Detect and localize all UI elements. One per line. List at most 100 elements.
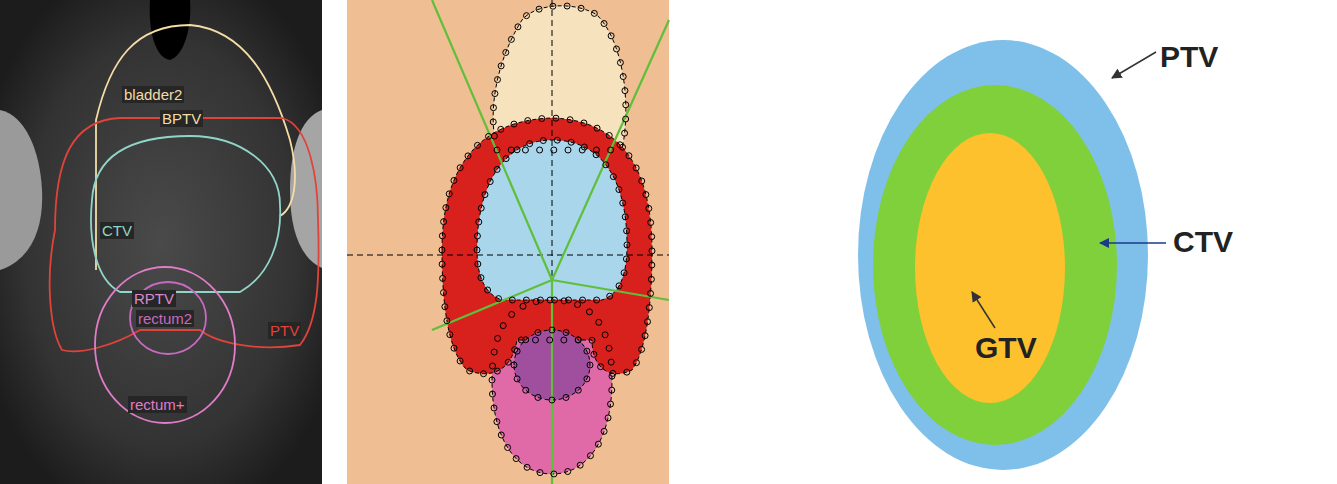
- sample-point: [498, 432, 504, 438]
- sample-point: [551, 297, 557, 303]
- sample-point: [443, 205, 449, 211]
- sample-point: [623, 102, 629, 108]
- sample-point: [478, 275, 484, 281]
- sample-point: [565, 469, 571, 475]
- sample-point: [549, 397, 555, 403]
- sample-point: [622, 88, 628, 94]
- sample-point: [474, 233, 480, 239]
- sample-point: [547, 337, 553, 343]
- sample-point: [494, 166, 500, 172]
- sample-point: [613, 46, 619, 52]
- sample-point: [621, 270, 627, 276]
- sample-point: [540, 138, 546, 144]
- sample-point: [535, 330, 541, 336]
- sample-point: [485, 287, 491, 293]
- sample-point: [616, 187, 622, 193]
- leader-arrow: [1112, 52, 1156, 78]
- sample-point: [589, 337, 595, 343]
- sample-point: [605, 415, 611, 421]
- leader-arrow: [1100, 242, 1166, 244]
- sample-point: [607, 293, 613, 299]
- sample-point: [565, 297, 571, 303]
- sample-point: [489, 391, 495, 397]
- organ-label: bladder2: [122, 86, 184, 103]
- sample-point: [595, 441, 601, 447]
- sample-point: [476, 219, 482, 225]
- sample-point: [608, 359, 614, 365]
- sample-point: [440, 290, 446, 296]
- sample-point: [514, 147, 520, 153]
- sample-point: [575, 302, 581, 308]
- sample-point: [623, 256, 629, 262]
- sample-point: [474, 142, 480, 148]
- volume-label: PTV: [1160, 42, 1218, 72]
- sample-point: [554, 137, 560, 143]
- sample-point: [568, 139, 574, 145]
- sample-point: [457, 165, 463, 171]
- sample-point: [584, 376, 590, 382]
- sample-point: [525, 118, 531, 124]
- rectum-margin-contour: [95, 267, 235, 423]
- margin-label: rectum+: [128, 396, 187, 413]
- sample-point: [511, 362, 517, 368]
- schematic-panel: [347, 0, 669, 484]
- sample-point: [513, 456, 519, 462]
- sample-point: [515, 24, 521, 30]
- gtv-ellipse: GTV: [915, 133, 1065, 403]
- sample-point: [551, 471, 557, 477]
- sample-point: [440, 275, 446, 281]
- sample-point: [549, 327, 555, 333]
- sample-point: [522, 147, 528, 153]
- pelvic-bone: [0, 110, 42, 270]
- sample-point: [482, 192, 488, 198]
- sample-point: [646, 305, 652, 311]
- sample-point: [561, 337, 567, 343]
- sample-point: [587, 362, 593, 368]
- sample-point: [503, 156, 509, 162]
- sample-point: [648, 220, 654, 226]
- sample-point: [508, 147, 514, 153]
- margin-label: BPTV: [160, 110, 203, 127]
- volume-label: CTV: [100, 222, 134, 239]
- sample-point: [496, 296, 502, 302]
- sample-point: [623, 116, 629, 122]
- sample-point: [603, 162, 609, 168]
- sample-point: [523, 297, 529, 303]
- sample-point: [622, 214, 628, 220]
- sample-point: [491, 133, 497, 139]
- sample-point: [537, 297, 543, 303]
- sample-point: [624, 242, 630, 248]
- sample-point: [467, 368, 473, 374]
- sample-point: [624, 369, 630, 375]
- sample-point: [565, 147, 571, 153]
- sample-point: [520, 303, 526, 309]
- sample-point: [481, 371, 487, 377]
- sample-point: [591, 351, 597, 357]
- sample-point: [505, 359, 511, 365]
- sample-point: [489, 377, 495, 383]
- sample-point: [494, 368, 500, 374]
- volume-label: GTV: [975, 333, 1037, 363]
- sample-point: [446, 191, 452, 197]
- sample-point: [523, 387, 529, 393]
- sample-point: [633, 165, 639, 171]
- sample-point: [505, 445, 511, 451]
- ptv-ellipse: PTVCTVGTV: [858, 40, 1148, 470]
- sample-point: [490, 105, 496, 111]
- sample-point: [487, 179, 493, 185]
- sample-point: [527, 141, 533, 147]
- sample-point: [475, 261, 481, 267]
- sample-point: [639, 346, 645, 352]
- sample-point: [490, 119, 496, 125]
- sample-point: [594, 125, 600, 131]
- sample-point: [495, 335, 501, 341]
- sample-point: [606, 132, 612, 138]
- sample-point: [447, 332, 453, 338]
- sample-point: [617, 142, 623, 148]
- sample-point: [578, 5, 584, 11]
- sample-point: [537, 470, 543, 476]
- sample-point: [649, 234, 655, 240]
- sample-point: [633, 360, 639, 366]
- sample-point: [514, 348, 520, 354]
- sample-point: [524, 13, 530, 19]
